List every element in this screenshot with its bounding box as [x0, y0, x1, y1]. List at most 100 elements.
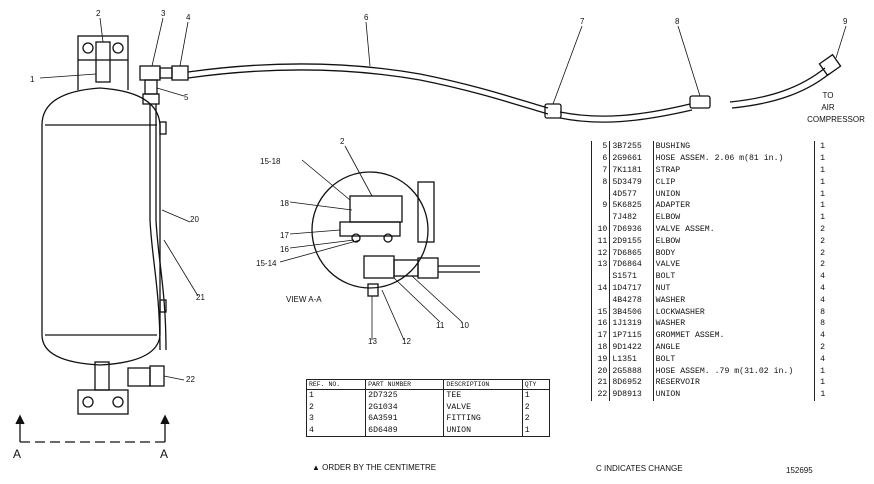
cell-part: 4B4278	[609, 294, 654, 307]
cell-ref: 2	[306, 401, 367, 413]
cell-desc: UNION	[443, 424, 523, 437]
cell-qty: 4	[820, 272, 825, 282]
cell-desc: BODY	[653, 247, 816, 259]
callout-leaders	[39, 17, 847, 381]
cell-qty: 2	[820, 236, 825, 246]
cell-qty: 2	[820, 342, 825, 352]
cell-qty: 1	[820, 177, 825, 187]
cell-ref: 7	[591, 164, 611, 177]
cell-part: 5D3479	[609, 176, 654, 189]
cell-desc: WASHER	[653, 317, 816, 330]
cell-desc: GROMMET ASSEM.	[653, 329, 816, 342]
callout-10: 10	[460, 321, 469, 330]
cell-qty: 1	[820, 154, 825, 164]
cell-part: 2G9661	[609, 152, 654, 165]
top-mounting-bracket	[77, 35, 129, 90]
callout-17: 17	[280, 231, 289, 240]
cell-ref	[591, 270, 611, 283]
cell-part: 1J1319	[609, 317, 654, 330]
cell-qty: 4	[820, 354, 825, 364]
callout-7: 7	[580, 17, 585, 26]
cell-desc: VALVE	[653, 258, 816, 271]
cell-ref: 13	[591, 258, 611, 271]
cell-desc: BOLT	[653, 270, 816, 283]
cell-part: 3B4506	[609, 306, 654, 318]
cell-desc: CLIP	[653, 176, 816, 189]
cell-ref: 15	[591, 306, 611, 318]
section-mark-right: A	[160, 447, 168, 461]
callout-6: 6	[364, 13, 369, 22]
cell-desc: BUSHING	[653, 141, 816, 153]
change-note: C INDICATES CHANGE	[596, 464, 683, 473]
cell-qty: 2	[522, 413, 551, 425]
callout-15-14: 15-14	[256, 259, 277, 268]
cell-part: 2D9155	[609, 235, 654, 248]
cell-qty: 2	[820, 248, 825, 258]
cell-desc: ELBOW	[653, 211, 816, 224]
cell-ref	[591, 188, 611, 200]
cell-ref: 20	[591, 365, 611, 377]
callout-9: 9	[843, 17, 848, 26]
cell-ref: 11	[591, 235, 611, 248]
cell-ref: 6	[591, 152, 611, 165]
cell-part: 7K1181	[609, 164, 654, 177]
callout-3: 3	[161, 9, 166, 18]
cell-desc: TEE	[443, 389, 523, 402]
cell-part: 1P7115	[609, 329, 654, 342]
cell-part: 7D6936	[609, 223, 654, 236]
cell-ref: 22	[591, 388, 611, 401]
cell-desc: ANGLE	[653, 341, 816, 354]
cell-ref: 4	[306, 424, 367, 437]
cell-part: 2G1034	[365, 401, 445, 413]
cell-qty: 1	[522, 424, 551, 437]
callout-1: 1	[30, 75, 35, 84]
cell-qty: 4	[820, 283, 825, 293]
cell-part: 7D6864	[609, 258, 654, 271]
bottom-mounting-bracket	[77, 361, 165, 415]
header-ref: REF. NO.	[306, 379, 367, 390]
cell-part: 2D7325	[365, 389, 445, 402]
cell-part: 4D577	[609, 188, 654, 200]
callout-5: 5	[184, 93, 189, 102]
cell-part: L1351	[609, 353, 654, 366]
cell-desc: BOLT	[653, 353, 816, 366]
cell-qty: 8	[820, 319, 825, 329]
view-a-a-detail	[311, 171, 480, 297]
cell-ref: 8	[591, 176, 611, 189]
cell-ref: 3	[306, 413, 367, 425]
cell-qty: 1	[820, 165, 825, 175]
cell-qty: 1	[820, 378, 825, 388]
callout-8: 8	[675, 17, 680, 26]
callout-22: 22	[186, 375, 195, 384]
compressor-label: COMPRESSOR	[807, 115, 865, 124]
air-label: AIR	[821, 103, 835, 112]
cell-part: 9D1422	[609, 341, 654, 354]
cell-part: 5K6825	[609, 199, 654, 212]
header-desc: DESCRIPTION	[443, 379, 523, 390]
cell-part: 6A3591	[365, 413, 445, 425]
cell-part: 7J482	[609, 211, 654, 224]
cell-ref: 5	[591, 141, 611, 153]
cell-desc: UNION	[653, 388, 816, 401]
view-label: VIEW A-A	[286, 295, 322, 304]
